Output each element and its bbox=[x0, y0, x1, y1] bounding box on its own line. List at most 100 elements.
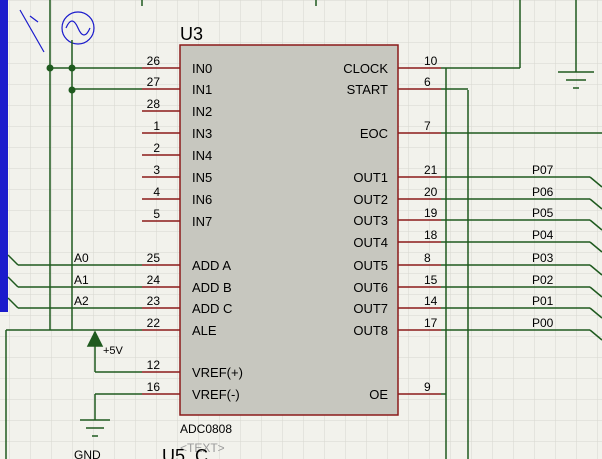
pin-label: IN5 bbox=[192, 170, 212, 185]
pin-number: 3 bbox=[153, 163, 160, 177]
pin-number: 8 bbox=[424, 251, 431, 265]
net-label: P06 bbox=[532, 185, 554, 199]
net-label: P03 bbox=[532, 251, 554, 265]
pin-label: OUT7 bbox=[353, 301, 388, 316]
net-label: A1 bbox=[74, 273, 89, 287]
net-p01[interactable]: P01 bbox=[441, 294, 602, 319]
ic-body[interactable] bbox=[179, 44, 399, 416]
pin-number: 15 bbox=[424, 273, 438, 287]
pin-label: OE bbox=[369, 387, 388, 402]
ground-symbol-top bbox=[558, 71, 594, 89]
pin-number: 17 bbox=[424, 316, 438, 330]
net-label: P04 bbox=[532, 228, 554, 242]
net-p03[interactable]: P03 bbox=[441, 251, 602, 276]
pin-number: 25 bbox=[147, 251, 161, 265]
pin-oe[interactable]: 9OE bbox=[369, 380, 441, 402]
signal-source-icon[interactable] bbox=[19, 9, 95, 53]
pin-number: 22 bbox=[147, 316, 161, 330]
pin-label: EOC bbox=[360, 126, 388, 141]
pin-number: 9 bbox=[424, 380, 431, 394]
pin-label: CLOCK bbox=[343, 61, 388, 76]
component-ref: U3 bbox=[180, 24, 203, 44]
pin-label: IN0 bbox=[192, 61, 212, 76]
component-part: ADC0808 bbox=[180, 422, 232, 436]
pin-number: 5 bbox=[153, 207, 160, 221]
net-p04[interactable]: P04 bbox=[441, 228, 602, 253]
net-a1[interactable]: A1 bbox=[7, 273, 142, 288]
pin-number: 4 bbox=[153, 185, 160, 199]
net-label: A2 bbox=[74, 294, 89, 308]
pin-number: 6 bbox=[424, 75, 431, 89]
pin-label: OUT6 bbox=[353, 280, 388, 295]
pin-number: 26 bbox=[147, 54, 161, 68]
net-a2[interactable]: A2 bbox=[7, 294, 142, 309]
net-p07[interactable]: P07 bbox=[441, 163, 602, 188]
net-a0[interactable]: A0 bbox=[7, 251, 142, 266]
pin-label: IN2 bbox=[192, 104, 212, 119]
pin-label: VREF(+) bbox=[192, 365, 243, 380]
text-placeholder: <TEXT> bbox=[180, 441, 225, 455]
net-label: P01 bbox=[532, 294, 554, 308]
pin-label: OUT2 bbox=[353, 192, 388, 207]
net-label: P00 bbox=[532, 316, 554, 330]
pin-number: 18 bbox=[424, 228, 438, 242]
net-label: P07 bbox=[532, 163, 554, 177]
net-p02[interactable]: P02 bbox=[441, 273, 602, 298]
pin-label: OUT8 bbox=[353, 323, 388, 338]
pin-label: OUT4 bbox=[353, 235, 388, 250]
pin-label: IN1 bbox=[192, 82, 212, 97]
pin-label: OUT3 bbox=[353, 213, 388, 228]
gnd-label: GND bbox=[74, 448, 101, 459]
net-p06[interactable]: P06 bbox=[441, 185, 602, 210]
pin-label: ADD B bbox=[192, 280, 232, 295]
pin-number: 1 bbox=[153, 119, 160, 133]
pin-label: IN4 bbox=[192, 148, 212, 163]
pin-number: 10 bbox=[424, 54, 438, 68]
net-p00[interactable]: P00 bbox=[441, 316, 602, 341]
pin-number: 19 bbox=[424, 206, 438, 220]
pin-number: 20 bbox=[424, 185, 438, 199]
pin-label: OUT1 bbox=[353, 170, 388, 185]
pin-number: 2 bbox=[153, 141, 160, 155]
net-label: P05 bbox=[532, 206, 554, 220]
net-label: A0 bbox=[74, 251, 89, 265]
pin-label: VREF(-) bbox=[192, 387, 240, 402]
bus-line[interactable] bbox=[0, 0, 8, 312]
pin-label: START bbox=[347, 82, 388, 97]
pin-number: 24 bbox=[147, 273, 161, 287]
net-p05[interactable]: P05 bbox=[441, 206, 602, 231]
pin-number: 12 bbox=[147, 358, 161, 372]
net-label: P02 bbox=[532, 273, 554, 287]
pin-number: 28 bbox=[147, 97, 161, 111]
pin-label: IN6 bbox=[192, 192, 212, 207]
pin-number: 7 bbox=[424, 119, 431, 133]
pin-label: ADD C bbox=[192, 301, 232, 316]
